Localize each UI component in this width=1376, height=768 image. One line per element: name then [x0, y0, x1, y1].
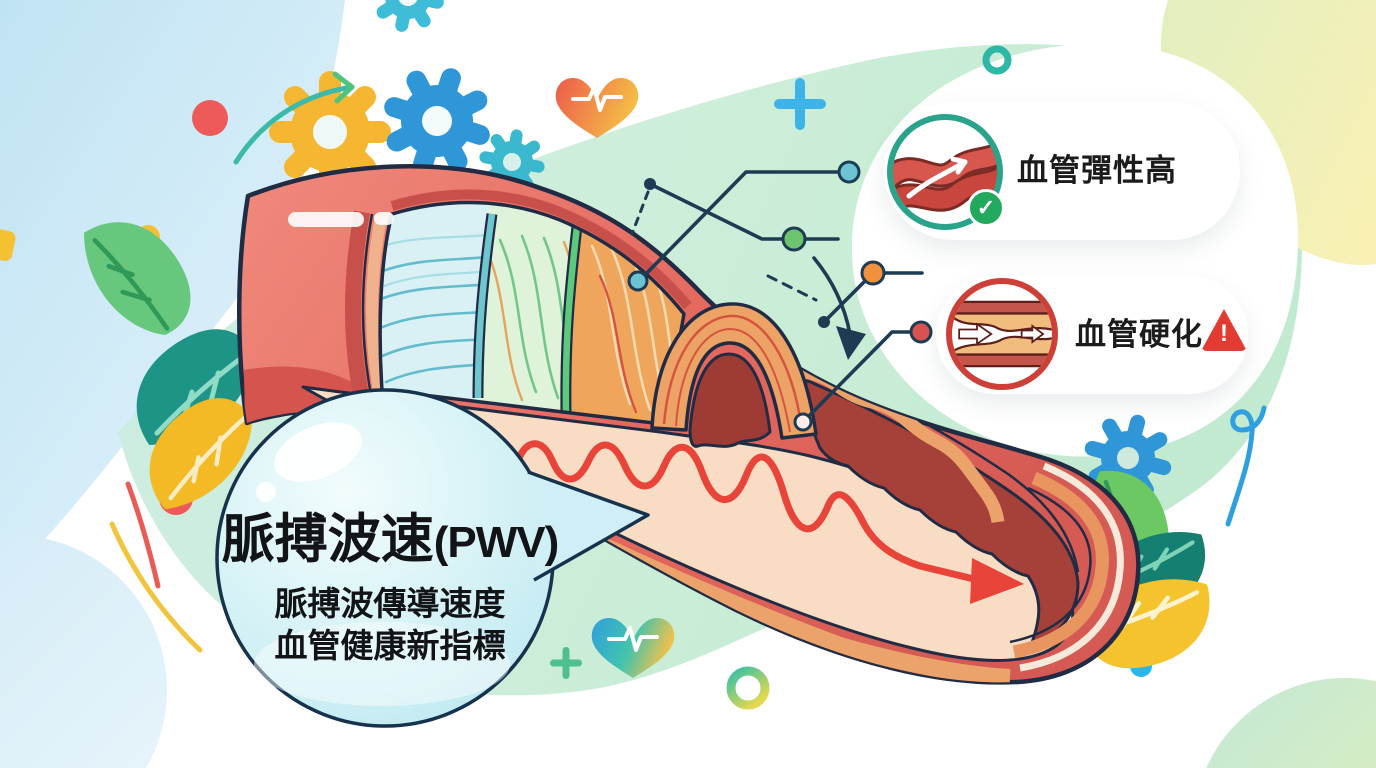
- marker-dot-green: [781, 226, 807, 252]
- artery-endcap-rings: [1009, 462, 1124, 672]
- leaf-icon: [136, 329, 255, 445]
- pwv-title-zh: 脈搏波速: [221, 510, 434, 569]
- dot-icon: [192, 100, 228, 136]
- marker-dot-navy: [818, 316, 830, 328]
- stenosed-vessel-icon: [946, 278, 1058, 390]
- swirl-arrow-icon: [233, 71, 355, 165]
- squiggle-icon: [1225, 405, 1267, 527]
- heart-ecg-icon: [591, 618, 675, 678]
- gear-icon: [384, 68, 490, 174]
- speech-bubble: [215, 388, 650, 728]
- marker-dot-navy: [644, 178, 656, 190]
- marker-dot-orange: [860, 260, 886, 286]
- pwv-title-en: (PWV): [433, 518, 560, 567]
- leaf-icon: [149, 398, 253, 510]
- badge-elastic-vessel: ✓ 血管彈性高: [884, 102, 1240, 240]
- gear-icon: [372, 0, 444, 32]
- wall-highlights: [288, 212, 394, 227]
- ring-icon: [982, 45, 1012, 75]
- connector-lines: [627, 160, 933, 432]
- warning-icon: !: [1201, 309, 1247, 351]
- plus-icon: [774, 78, 826, 130]
- pwv-subtitle-1: 脈搏波傳導速度: [274, 585, 506, 622]
- marker-dot-teal: [837, 160, 861, 184]
- speed-arc: [125, 481, 161, 589]
- heart-ecg-icon: [555, 78, 639, 138]
- speed-arc: [109, 521, 203, 653]
- pwv-title: 脈搏波速(PWV): [188, 510, 592, 583]
- pwv-subtitle-2: 血管健康新指標: [274, 627, 506, 664]
- badge-stiff-vessel: 血管硬化 !: [936, 276, 1248, 394]
- ring-icon: [726, 666, 770, 710]
- flow-arrow: [970, 558, 1024, 604]
- check-icon: ✓: [967, 189, 1005, 227]
- pwv-callout: 脈搏波速(PWV) 脈搏波傳導速度 血管健康新指標: [188, 510, 592, 667]
- marker-dot-teal: [627, 270, 649, 292]
- dot-icon: [0, 229, 16, 261]
- badge-stiff-label: 血管硬化: [1075, 317, 1203, 352]
- gear-icon: [269, 71, 391, 193]
- plus-icon: [550, 647, 582, 679]
- marker-dot-red: [909, 320, 933, 344]
- artery-arch: [650, 302, 818, 448]
- elastic-vessel-icon: [887, 114, 1003, 230]
- leaf-icon: [84, 222, 191, 335]
- warning-glyph: !: [1220, 320, 1228, 347]
- badge-elastic-label: 血管彈性高: [1017, 153, 1177, 188]
- marker-dot-ring: [793, 412, 813, 432]
